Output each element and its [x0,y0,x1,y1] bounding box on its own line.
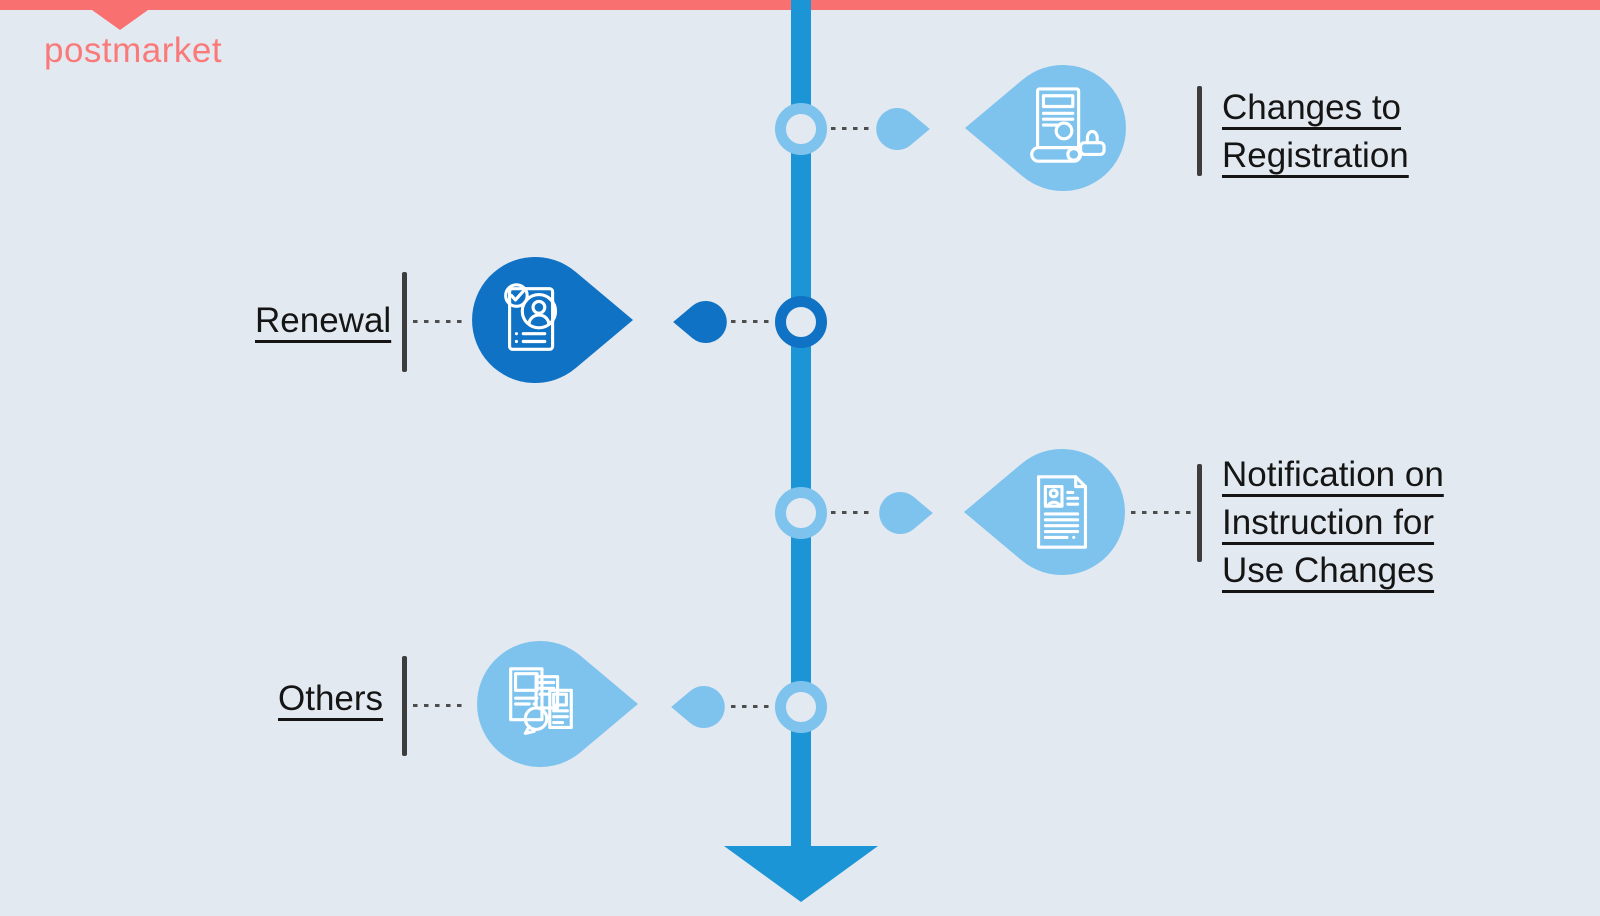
timeline-ring [775,296,827,348]
timeline-line [791,0,811,846]
label-divider-bar [1197,464,1202,562]
small-teardrop-marker [876,108,930,150]
label-line: Others [278,679,384,718]
connector-dotted-line [831,511,875,514]
timeline-ring [775,681,827,733]
small-teardrop-marker [673,301,727,343]
instruction-document-icon [1036,475,1088,549]
approved-document-icon [504,283,558,351]
node-label: Notification on Instruction for Use Chan… [1222,451,1444,595]
node-label: Changes to Registration [1222,84,1409,180]
timeline-ring [775,103,827,155]
section-title: postmarket [44,31,223,70]
label-line: Notification on [1222,455,1444,494]
node-label: Renewal [255,297,391,345]
banner-pointer-triangle [92,10,148,30]
label-divider-bar [1197,86,1202,176]
node-label: Others [278,675,383,723]
connector-dotted-line [1131,511,1193,514]
label-line: Use Changes [1222,551,1435,590]
small-teardrop-marker [879,492,933,534]
documents-stack-icon [509,667,573,735]
connector-dotted-line [413,704,465,707]
label-divider-bar [402,272,407,372]
connector-dotted-line [731,320,773,323]
connector-dotted-line [731,705,773,708]
small-teardrop-marker [671,686,725,728]
label-line: Changes to [1222,88,1402,127]
teardrop-bubble [965,65,1126,191]
certificate-stamp-icon [1030,87,1106,163]
timeline-ring [775,487,827,539]
label-line: Renewal [255,301,392,340]
label-line: Registration [1222,136,1409,175]
timeline-arrowhead-icon [724,846,878,902]
connector-dotted-line [831,127,875,130]
connector-dotted-line [413,320,465,323]
label-line: Instruction for [1222,503,1435,542]
label-divider-bar [402,656,407,756]
